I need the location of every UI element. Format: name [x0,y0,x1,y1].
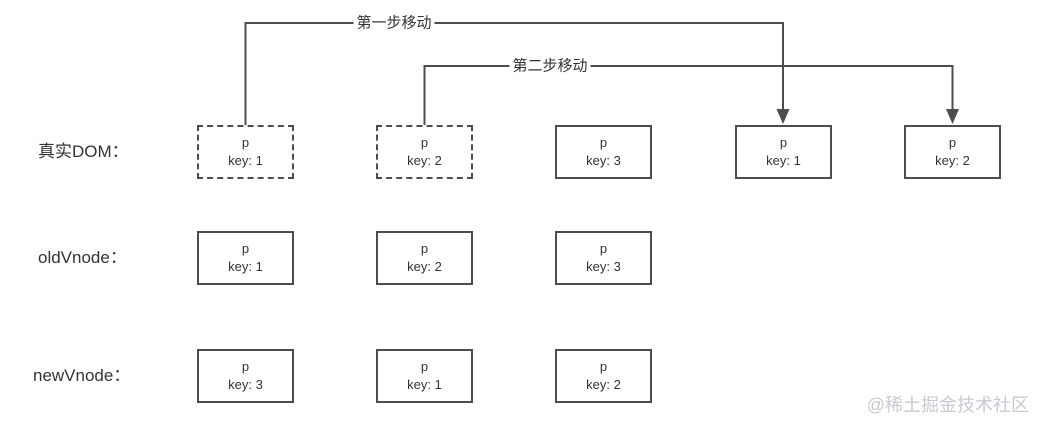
watermark: @稀土掘金技术社区 [866,395,1029,415]
real-dom-node-1: p key: 1 [197,125,294,179]
row-label-old-vnode: oldVnode： [38,248,127,267]
step2-arrow-label: 第二步移动 [509,57,591,75]
step1-arrowhead-icon [776,109,790,124]
real-dom-node-3: p key: 3 [555,125,652,179]
old-vnode-node-2: p key: 2 [376,231,473,285]
node-key: key: 1 [766,153,801,168]
node-tag: p [948,135,957,150]
node-key: key: 1 [228,259,263,274]
node-tag: p [241,135,250,150]
node-key: key: 3 [586,153,621,168]
real-dom-node-5: p key: 2 [904,125,1001,179]
node-tag: p [779,135,788,150]
real-dom-node-4: p key: 1 [735,125,832,179]
row-label-real-dom: 真实DOM： [38,142,129,161]
step2-arrowhead-icon [946,109,959,124]
node-tag: p [241,359,250,374]
node-key: key: 2 [586,377,621,392]
node-tag: p [420,241,429,256]
node-key: key: 1 [228,153,263,168]
node-tag: p [420,135,429,150]
node-tag: p [599,135,608,150]
node-key: key: 1 [407,377,442,392]
node-key: key: 2 [407,259,442,274]
node-tag: p [599,359,608,374]
old-vnode-node-1: p key: 1 [197,231,294,285]
new-vnode-node-1: p key: 3 [197,349,294,403]
node-tag: p [420,359,429,374]
new-vnode-node-2: p key: 1 [376,349,473,403]
new-vnode-node-3: p key: 2 [555,349,652,403]
step2-arrow-line [423,65,954,125]
node-key: key: 2 [935,153,970,168]
step1-arrow-label: 第一步移动 [353,14,435,32]
node-tag: p [599,241,608,256]
real-dom-node-2: p key: 2 [376,125,473,179]
node-tag: p [241,241,250,256]
old-vnode-node-3: p key: 3 [555,231,652,285]
node-key: key: 2 [407,153,442,168]
node-key: key: 3 [228,377,263,392]
node-key: key: 3 [586,259,621,274]
row-label-new-vnode: newVnode： [33,366,131,385]
